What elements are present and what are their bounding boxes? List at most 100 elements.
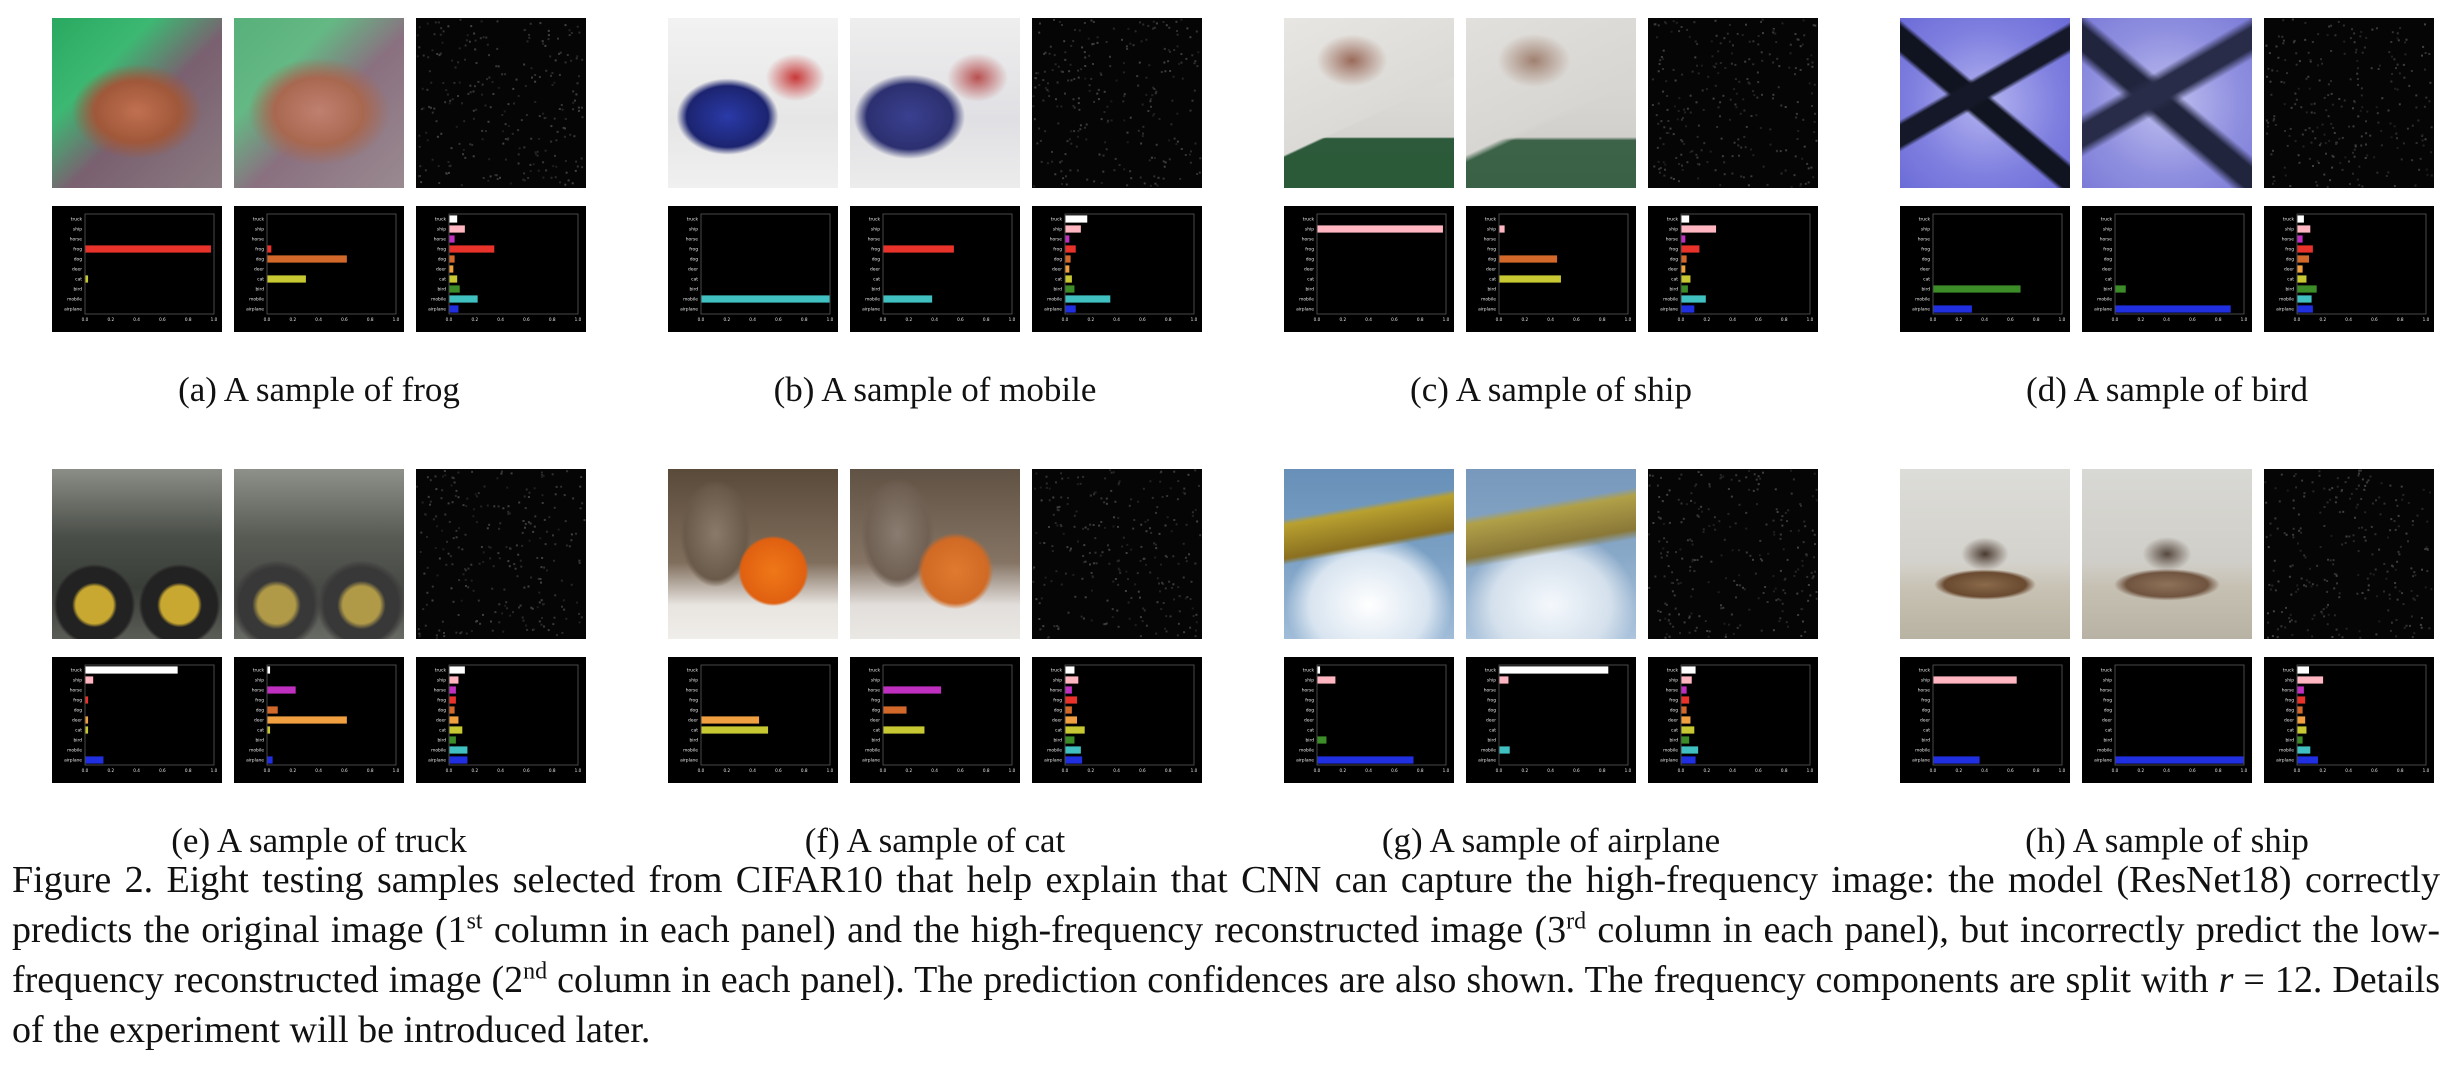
noise-dot bbox=[534, 80, 537, 83]
noise-dot bbox=[1677, 582, 1680, 585]
noise-dot bbox=[1774, 587, 1777, 590]
noise-dot bbox=[536, 150, 539, 153]
noise-dot bbox=[2331, 103, 2334, 106]
noise-dot bbox=[1078, 108, 1081, 111]
confidence-bar-horse bbox=[2297, 686, 2304, 694]
noise-dot bbox=[1683, 143, 1686, 145]
noise-dot bbox=[2311, 41, 2314, 43]
noise-dot bbox=[572, 101, 575, 104]
class-tick-label: airplane bbox=[1478, 758, 1496, 764]
noise-dot bbox=[1678, 30, 1681, 33]
noise-dot bbox=[1199, 157, 1202, 160]
noise-dot bbox=[2326, 185, 2329, 188]
noise-dot bbox=[2335, 496, 2337, 499]
noise-dot bbox=[1045, 482, 1048, 485]
noise-dot bbox=[452, 600, 455, 603]
noise-dot bbox=[1038, 127, 1041, 130]
confidence-bar-airplane bbox=[449, 305, 459, 313]
noise-dot bbox=[1124, 590, 1127, 592]
noise-dot bbox=[1700, 555, 1703, 558]
x-tick-label: 0.8 bbox=[549, 317, 556, 322]
confidence-bar-bird bbox=[1681, 736, 1690, 744]
noise-dot bbox=[469, 91, 472, 94]
subfigure-caption: (c) A sample of ship bbox=[1410, 370, 1692, 409]
noise-dot bbox=[2282, 19, 2285, 22]
noise-dot bbox=[1178, 610, 1181, 613]
noise-dot bbox=[1162, 21, 1165, 23]
confidence-bar-cat bbox=[1065, 275, 1072, 283]
noise-dot bbox=[563, 494, 566, 497]
noise-dot bbox=[1133, 519, 1136, 521]
noise-dot bbox=[1126, 141, 1129, 144]
noise-dot bbox=[418, 134, 421, 137]
noise-dot bbox=[1137, 84, 1140, 87]
noise-dot bbox=[1092, 63, 1094, 65]
noise-dot bbox=[2271, 69, 2274, 72]
noise-dot bbox=[528, 36, 531, 39]
noise-dot bbox=[431, 585, 434, 588]
x-tick-label: 0.4 bbox=[1113, 768, 1120, 773]
noise-dot bbox=[1098, 153, 1101, 156]
noise-dot bbox=[542, 42, 545, 45]
noise-dot bbox=[534, 515, 537, 518]
noise-dot bbox=[1165, 615, 1168, 618]
noise-dot bbox=[1794, 33, 1797, 35]
noise-dot bbox=[2380, 129, 2383, 132]
confidence-bar-bird bbox=[2115, 285, 2126, 293]
noise-dot bbox=[1095, 562, 1098, 565]
noise-dot bbox=[1663, 575, 1666, 578]
noise-dot bbox=[1815, 591, 1818, 593]
noise-dot bbox=[1164, 587, 1167, 590]
noise-dot bbox=[1042, 79, 1045, 82]
class-tick-label: cat bbox=[1307, 277, 1314, 283]
noise-dot bbox=[1164, 627, 1166, 630]
noise-dot bbox=[1160, 608, 1163, 611]
noise-dot bbox=[1695, 626, 1698, 629]
class-tick-label: dog bbox=[1922, 257, 1930, 263]
noise-dot bbox=[1668, 489, 1671, 492]
class-tick-label: ship bbox=[437, 678, 446, 684]
noise-dot bbox=[1801, 43, 1804, 46]
noise-dot bbox=[1165, 630, 1168, 633]
x-tick-label: 1.0 bbox=[575, 317, 582, 322]
noise-dot bbox=[1745, 511, 1748, 514]
noise-dot bbox=[2310, 103, 2313, 106]
noise-dot bbox=[1656, 484, 1659, 487]
chart-background bbox=[1648, 657, 1818, 783]
noise-dot bbox=[2359, 35, 2362, 38]
confidence-bar-truck bbox=[1681, 215, 1690, 223]
noise-dot bbox=[505, 601, 508, 604]
noise-dot bbox=[530, 67, 533, 70]
class-tick-label: ship bbox=[1669, 678, 1678, 684]
noise-dot bbox=[1084, 77, 1087, 80]
noise-dot bbox=[484, 130, 487, 133]
noise-dot bbox=[529, 22, 532, 25]
class-tick-label: dog bbox=[74, 708, 82, 714]
noise-dot bbox=[1805, 554, 1808, 557]
confidence-bar-ship bbox=[1681, 225, 1717, 233]
noise-dot bbox=[1160, 71, 1163, 73]
x-tick-label: 1.0 bbox=[827, 768, 834, 773]
confidence-bar-dog bbox=[883, 706, 907, 714]
class-tick-label: airplane bbox=[1296, 307, 1314, 313]
noise-dot bbox=[551, 84, 554, 86]
noise-dot bbox=[2360, 135, 2363, 138]
noise-dot bbox=[2272, 175, 2275, 178]
noise-dot bbox=[1147, 110, 1150, 112]
noise-dot bbox=[513, 563, 516, 566]
noise-dot bbox=[2390, 518, 2393, 521]
noise-dot bbox=[1806, 58, 1809, 61]
noise-dot bbox=[474, 48, 477, 51]
noise-dot bbox=[1064, 92, 1066, 95]
noise-dot bbox=[486, 504, 489, 507]
noise-dot bbox=[1168, 26, 1171, 29]
noise-dot bbox=[421, 501, 424, 504]
noise-dot bbox=[2380, 144, 2383, 147]
noise-dot bbox=[541, 557, 544, 559]
noise-dot bbox=[1151, 94, 1154, 97]
noise-dot bbox=[537, 169, 540, 172]
class-tick-label: bird bbox=[73, 738, 82, 744]
noise-dot bbox=[1032, 95, 1035, 98]
noise-dot bbox=[1155, 511, 1157, 514]
noise-dot bbox=[1663, 174, 1666, 177]
